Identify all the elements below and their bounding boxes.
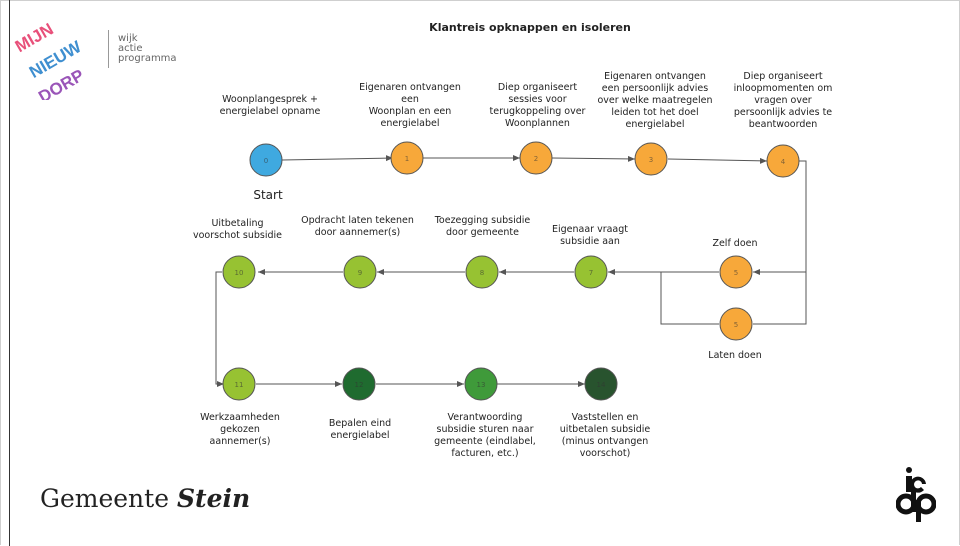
logo-tagline: wijk actie programma	[118, 34, 177, 64]
step-label-opdracht: Opdracht laten tekenen door aannemer(s)	[301, 215, 414, 238]
diagram-title: Klantreis opknappen en isoleren	[429, 21, 631, 34]
municipality-name: Stein	[176, 484, 251, 513]
municipality-prefix: Gemeente	[40, 484, 170, 513]
step-number: 3	[649, 156, 653, 164]
step-node	[634, 142, 668, 176]
step-node	[574, 255, 608, 289]
iedp-logo	[896, 467, 936, 522]
step-node	[519, 141, 553, 175]
connector	[667, 157, 768, 164]
step-node	[390, 141, 424, 175]
step-label-laten-doen: Laten doen	[708, 350, 762, 361]
start-label: Start	[253, 188, 283, 202]
step-node	[465, 255, 499, 289]
connector	[215, 271, 224, 387]
step-label-woonplangesprek: Woonplangesprek + energielabel opname	[219, 94, 321, 117]
step-node	[222, 255, 256, 289]
step-number: 8	[480, 269, 484, 277]
tagline-line: wijk	[118, 33, 138, 44]
step-node	[249, 143, 283, 177]
step-label-vaststellen: Vaststellen en uitbetalen subsidie (minu…	[559, 412, 651, 459]
step-number: 13	[477, 381, 486, 389]
municipality-brand: Gemeente Stein	[40, 484, 250, 513]
step-node	[464, 367, 498, 401]
step-label-eind-energielabel: Bepalen eind energielabel	[328, 418, 392, 441]
step-number: 11	[235, 381, 244, 389]
step-label-subsidie-aanvraag: Eigenaar vraagt subsidie aan	[551, 224, 629, 247]
step-node	[766, 144, 800, 178]
step-label-uitbetaling-voorschot: Uitbetaling voorschot subsidie	[192, 218, 282, 241]
step-label-toezegging: Toezegging subsidie door gemeente	[434, 215, 531, 238]
mijn-nieuw-dorp-logo: MIJN NIEUW DORP	[14, 19, 87, 100]
step-number: 5	[734, 321, 738, 329]
step-number: 0	[264, 157, 268, 165]
step-node	[584, 367, 618, 401]
step-label-werkzaamheden: Werkzaamheden gekozen aannemer(s)	[200, 412, 280, 447]
connector	[281, 155, 394, 162]
connector	[753, 272, 807, 325]
step-number: 5	[734, 269, 738, 277]
tagline-line: actie	[118, 43, 143, 54]
step-label-persoonlijk-advies: Eigenaren ontvangen een persoonlijk advi…	[597, 71, 713, 130]
connector	[753, 160, 807, 275]
step-number: 2	[534, 155, 538, 163]
step-label-sessies: Diep organiseert sessies voor terugkoppe…	[489, 82, 586, 129]
tagline-line: programma	[118, 53, 177, 64]
step-label-zelf-doen: Zelf doen	[712, 238, 758, 249]
step-node	[719, 255, 753, 289]
step-node	[719, 307, 753, 341]
left-border-line	[9, 0, 10, 546]
connector	[660, 272, 719, 325]
step-number: 10	[235, 269, 244, 277]
step-number: 4	[781, 158, 786, 166]
step-number: 14	[597, 381, 606, 389]
logo-divider	[108, 30, 109, 68]
step-label-verantwoording: Verantwoording subsidie sturen naar geme…	[434, 412, 536, 459]
step-node	[222, 367, 256, 401]
step-number: 7	[589, 269, 593, 277]
step-number: 9	[358, 269, 362, 277]
step-label-woonplan-ontvangen: Eigenaren ontvangen een Woonplan en een …	[359, 82, 461, 129]
step-label-inloopmomenten: Diep organiseert inloopmomenten om vrage…	[733, 71, 833, 130]
connector	[551, 155, 636, 162]
step-number: 12	[355, 381, 364, 389]
step-node	[342, 367, 376, 401]
step-number: 1	[405, 155, 409, 163]
step-node	[343, 255, 377, 289]
